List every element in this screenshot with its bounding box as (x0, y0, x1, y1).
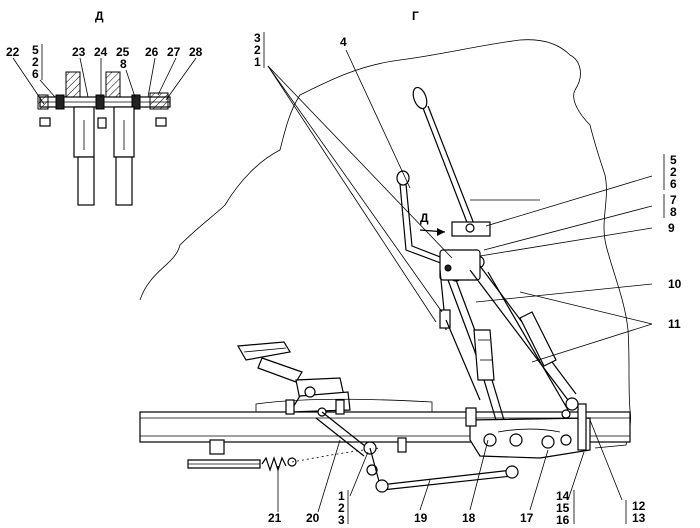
callout-26: 26 (145, 45, 159, 59)
main-view-g: Г (139, 9, 682, 527)
callout-18: 18 (462, 511, 476, 525)
callout-6-right: 6 (670, 177, 677, 191)
detail-view-d: Д 22 5 2 6 (6, 9, 203, 206)
callout-8-detail: 8 (120, 57, 127, 71)
callout-14: 14 (556, 489, 570, 503)
callout-20: 20 (306, 511, 320, 525)
callout-28: 28 (189, 45, 203, 59)
lower-bracket (469, 417, 591, 459)
callout-23: 23 (72, 45, 86, 59)
gear-lever-knob (412, 86, 428, 110)
callout-13: 13 (632, 511, 646, 525)
callout-1-bottom: 1 (338, 489, 345, 503)
callout-7-right: 7 (670, 193, 677, 207)
callout-6-detail: 6 (32, 67, 39, 81)
callout-17: 17 (520, 511, 534, 525)
callout-1-top: 1 (254, 55, 261, 69)
callout-15: 15 (556, 501, 570, 515)
callout-25: 25 (116, 45, 130, 59)
cabin-panel-outline (139, 39, 631, 449)
main-view-title: Г (412, 9, 419, 23)
pedal (237, 341, 291, 361)
callout-24: 24 (94, 45, 108, 59)
callout-3-top: 3 (254, 31, 261, 45)
callout-2-bottom: 2 (338, 501, 345, 515)
callout-12: 12 (632, 499, 646, 513)
callout-8-right: 8 (670, 205, 677, 219)
callout-10: 10 (668, 277, 682, 291)
callout-19: 19 (414, 511, 428, 525)
callout-5-right: 5 (670, 153, 677, 167)
short-lever-knob (396, 170, 410, 186)
callout-11: 11 (668, 317, 681, 331)
callout-5-detail: 5 (32, 43, 39, 57)
callout-22: 22 (6, 45, 20, 59)
callout-16: 16 (556, 513, 570, 527)
callout-3-bottom: 3 (338, 513, 345, 527)
callout-21: 21 (268, 511, 282, 525)
callout-2-top: 2 (254, 43, 261, 57)
callout-2-right: 2 (670, 165, 677, 179)
callout-2-detail: 2 (32, 55, 39, 69)
callout-4: 4 (340, 35, 347, 49)
detail-view-title: Д (95, 9, 104, 23)
view-arrow-label: Д (420, 211, 429, 225)
callout-27: 27 (167, 45, 181, 59)
callout-9: 9 (668, 221, 675, 235)
